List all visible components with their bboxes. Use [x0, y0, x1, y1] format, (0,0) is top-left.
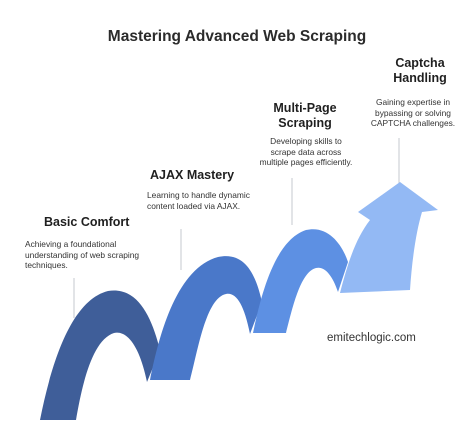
wave-segment-ajax-mastery: [150, 256, 262, 380]
step-title-ajax-mastery: AJAX Mastery: [150, 168, 235, 182]
wave-segment-multi-page: [253, 229, 348, 333]
step-title-multi-page: Multi-Page Scraping: [273, 101, 337, 130]
brand-text: emitechlogic.com: [327, 332, 416, 344]
step-desc-captcha: Gaining expertise in bypassing or solvin…: [370, 97, 456, 128]
page-title: Mastering Advanced Web Scraping: [107, 28, 367, 45]
step-desc-basic-comfort: Achieving a foundational understanding o…: [25, 239, 140, 270]
step-desc-multi-page: Developing skills to scrape data across …: [259, 136, 353, 167]
wave-segment-captcha-arrow: [340, 182, 438, 293]
step-title-basic-comfort: Basic Comfort: [44, 215, 130, 229]
wave-segment-basic-comfort: [40, 290, 160, 420]
step-title-captcha: Captcha Handling: [393, 56, 447, 85]
step-desc-ajax-mastery: Learning to handle dynamic content loade…: [147, 190, 250, 211]
